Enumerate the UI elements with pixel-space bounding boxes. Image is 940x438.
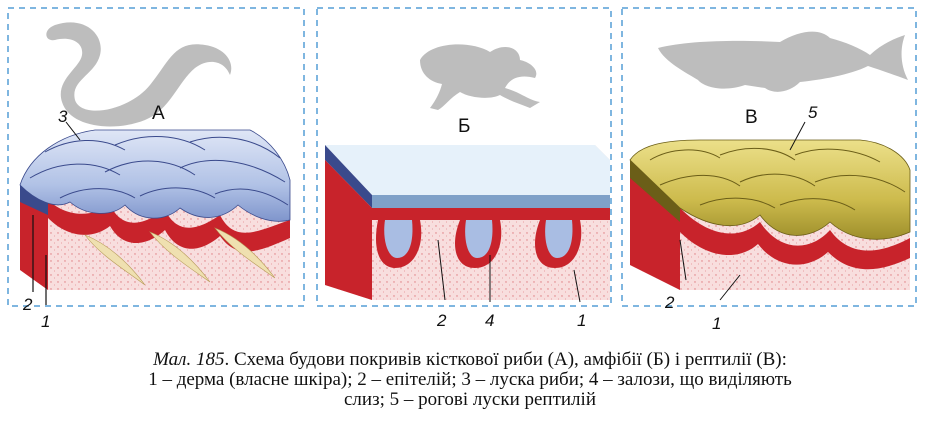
callout-a-3: 3: [58, 108, 67, 125]
callout-b-1: 1: [577, 312, 586, 329]
callout-a-2: 2: [23, 296, 32, 313]
panel-b-letter: Б: [458, 117, 470, 136]
pike-silhouette-icon: [658, 32, 908, 92]
panel-a-letter: А: [152, 104, 165, 123]
frog-silhouette-icon: [420, 44, 540, 110]
callout-b-4: 4: [485, 312, 494, 329]
callout-a-1: 1: [41, 313, 50, 330]
figure-caption: Мал. 185. Схема будови покривів кістково…: [0, 350, 940, 410]
reptile-skin-block: [630, 140, 910, 290]
callout-c-5: 5: [808, 104, 817, 121]
caption-line-1: Мал. 185. Схема будови покривів кістково…: [0, 350, 940, 370]
panel-c-letter: В: [745, 108, 758, 127]
callout-c-1: 1: [712, 315, 721, 332]
figure-illustration: [0, 0, 940, 345]
caption-line-2: 1 – дерма (власне шкіра); 2 – епітелій; …: [0, 370, 940, 390]
fish-skin-block: [20, 130, 290, 290]
callout-c-2: 2: [665, 294, 674, 311]
snake-silhouette-icon: [46, 22, 231, 126]
caption-title: Мал. 185: [153, 349, 224, 370]
amphibian-skin-block: [325, 145, 610, 300]
caption-line-3: слиз; 5 – рогові луски рептилій: [0, 390, 940, 410]
caption-line-1-text: . Схема будови покривів кісткової риби (…: [224, 349, 786, 370]
callout-b-2: 2: [437, 312, 446, 329]
